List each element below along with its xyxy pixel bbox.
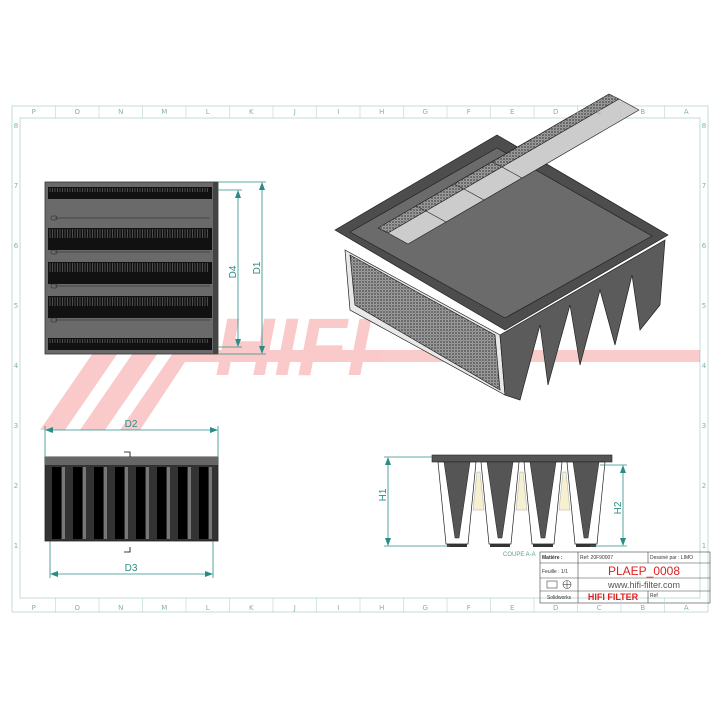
isometric-view (334, 93, 669, 401)
grid-column-label: K (249, 108, 254, 116)
svg-text:D2: D2 (125, 419, 138, 430)
website: www.hifi-filter.com (607, 580, 680, 590)
grid-column-label: E (510, 604, 514, 612)
svg-text:H1: H1 (378, 488, 389, 501)
brand-name: HIFI FILTER (588, 592, 639, 602)
section-label: COUPE A-A (503, 552, 536, 558)
dimension-h1: H1 (378, 456, 450, 547)
grid-column-label: N (118, 604, 123, 612)
grid-column-label: P (32, 604, 36, 612)
grid-row-label: 8 (14, 122, 18, 130)
grid-row-label: 8 (702, 122, 706, 130)
grid-column-label: H (379, 108, 384, 116)
sheet-number: Feuille : 1/1 (542, 569, 568, 575)
grid-row-label: 2 (702, 482, 706, 490)
material-label: Matière : (542, 555, 563, 561)
grid-column-label: P (32, 108, 36, 116)
dimension-d4: D4 (218, 189, 242, 348)
grid-column-label: O (74, 108, 80, 116)
top-view (44, 451, 219, 553)
svg-text:HIFI: HIFI (215, 302, 372, 393)
software-label: Solidworks (547, 595, 572, 601)
grid-column-label: D (553, 604, 558, 612)
section-view (431, 454, 613, 547)
dimension-d3: D3 (49, 541, 214, 578)
grid-column-label: M (161, 108, 167, 116)
grid-column-label: D (553, 108, 558, 116)
svg-text:D4: D4 (228, 265, 239, 278)
title-block (539, 551, 711, 604)
grid-column-label: O (74, 604, 80, 612)
dimension-d1: D1 (218, 181, 266, 355)
grid-row-label: 6 (14, 242, 19, 250)
grid-row-label: 5 (702, 302, 706, 310)
grid-row-label: 1 (702, 542, 706, 550)
drawn-by: Dessiné par : LIMO (650, 555, 693, 561)
grid-column-label: J (293, 604, 296, 612)
grid-column-label: B (640, 604, 645, 612)
grid-column-label: H (379, 604, 384, 612)
grid-column-label: C (597, 108, 602, 116)
grid-row-label: 7 (14, 182, 18, 190)
grid-row-label: 6 (702, 242, 707, 250)
grid-row-label: 2 (14, 482, 18, 490)
grid-column-label: L (206, 604, 210, 612)
grid-column-label: F (467, 108, 471, 116)
hifi-watermark: HIFI (40, 302, 700, 430)
ref-code: Ref: 20F90007 (580, 555, 613, 561)
grid-column-label: G (423, 108, 428, 116)
svg-text:D1: D1 (252, 261, 263, 274)
grid-row-label: 4 (702, 362, 707, 370)
grid-row-label: 4 (14, 362, 19, 370)
ref-label: Ref (650, 593, 658, 599)
grid-column-label: E (510, 108, 514, 116)
grid-labels: P P O O N N M M L L K K J J I I H H G G F F E E D D C C B B A A 8 8 7 7 6 6 5 5… (14, 106, 707, 612)
svg-text:D3: D3 (125, 563, 138, 574)
grid-column-label: A (684, 604, 689, 612)
grid-column-label: N (118, 108, 123, 116)
svg-text:H2: H2 (613, 501, 624, 514)
dimension-h2: H2 (590, 464, 627, 547)
grid-column-label: K (249, 604, 254, 612)
grid-column-label: J (293, 108, 296, 116)
grid-column-label: I (337, 604, 339, 612)
grid-row-label: 3 (702, 422, 706, 430)
grid-column-label: F (467, 604, 471, 612)
grid-row-label: 5 (14, 302, 18, 310)
grid-column-label: A (684, 108, 689, 116)
front-view (44, 181, 219, 355)
grid-column-label: B (640, 108, 645, 116)
grid-column-label: M (161, 604, 167, 612)
grid-row-label: 7 (702, 182, 706, 190)
part-number: PLAEP_0008 (608, 564, 680, 578)
grid-row-label: 1 (14, 542, 18, 550)
grid-row-label: 3 (14, 422, 18, 430)
grid-column-label: G (423, 604, 428, 612)
grid-column-label: L (206, 108, 210, 116)
dimension-d2: D2 (44, 419, 219, 457)
grid-column-label: C (597, 604, 602, 612)
grid-column-label: I (337, 108, 339, 116)
